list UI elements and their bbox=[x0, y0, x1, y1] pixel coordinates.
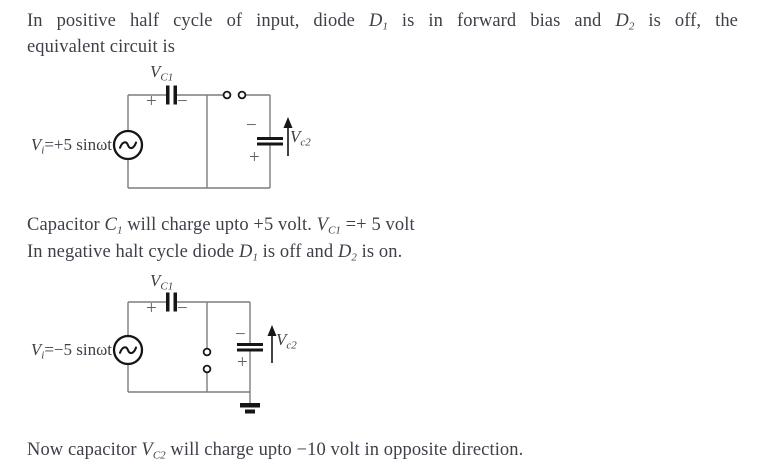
vc1-label-2: VC1 bbox=[150, 271, 173, 293]
circuit1-wires bbox=[127, 94, 271, 189]
mid-text-d: In negative halt cycle diode bbox=[27, 242, 239, 262]
c2-plus-sign: + bbox=[237, 352, 248, 373]
d1-symbol-2: D bbox=[238, 242, 253, 262]
d1-subscript: 1 bbox=[382, 20, 388, 33]
mid-text-e: is off and bbox=[257, 242, 338, 262]
vc1-subscript: C1 bbox=[160, 71, 174, 84]
mid-text-f: is on. bbox=[356, 242, 403, 262]
c1-plus-sign: + bbox=[146, 91, 157, 112]
vc2-text-subscript: C2 bbox=[152, 449, 166, 462]
source-label-2: Vi=−5 sinωt bbox=[18, 340, 112, 362]
outro-line: Now capacitor VC2 will charge upto −10 v… bbox=[27, 437, 523, 465]
sine-icon bbox=[118, 141, 138, 150]
mid-line-1: Capacitor C1 will charge upto +5 volt. V… bbox=[27, 212, 415, 244]
capacitor-c2-plates bbox=[257, 137, 283, 146]
vc1-text-symbol: V bbox=[316, 215, 329, 235]
vc2-text-symbol: V bbox=[141, 440, 153, 460]
vc2-symbol: V bbox=[290, 127, 301, 146]
outro-text-b: will charge upto −10 volt in opposite di… bbox=[165, 440, 524, 460]
ground-icon bbox=[240, 403, 260, 414]
vc2-label-2: Vc2 bbox=[276, 330, 297, 352]
intro-line-2: equivalent circuit is bbox=[27, 34, 175, 60]
vc1-symbol: V bbox=[150, 271, 161, 290]
c2-plus-sign: + bbox=[249, 147, 260, 168]
c1-subscript: 1 bbox=[117, 224, 123, 237]
vi-subscript: i bbox=[41, 144, 45, 157]
c1-plus-sign: + bbox=[146, 298, 157, 319]
vi-subscript: i bbox=[41, 349, 45, 362]
vc1-symbol: V bbox=[150, 62, 161, 81]
mid-line-2: In negative halt cycle diode D1 is off a… bbox=[27, 239, 402, 271]
open-switch-contacts bbox=[222, 90, 247, 100]
capacitor-c1-plates bbox=[166, 85, 177, 105]
mid-text-c: =+ 5 volt bbox=[340, 215, 415, 235]
vc1-text-subscript: C1 bbox=[328, 224, 341, 237]
mid-text-a: Capacitor bbox=[27, 215, 105, 235]
vc2-arrow-icon bbox=[283, 117, 293, 156]
circuit1-schematic bbox=[112, 85, 293, 189]
d2-subscript-2: 2 bbox=[351, 251, 357, 264]
capacitor-c1-plates bbox=[166, 292, 177, 312]
mid-text-b: will charge upto +5 volt. bbox=[122, 215, 317, 235]
vc2-label-1: Vc2 bbox=[290, 127, 311, 149]
c1-minus-sign: − bbox=[177, 298, 188, 319]
d2-symbol: D bbox=[615, 11, 629, 31]
vc2-symbol: V bbox=[276, 330, 287, 349]
vc1-label-1: VC1 bbox=[150, 62, 173, 84]
intro-text-b: is in forward bias and bbox=[387, 11, 616, 31]
vc2-subscript: c2 bbox=[286, 339, 297, 352]
c2-minus-sign: − bbox=[246, 115, 257, 136]
source-label-1: Vi=+5 sinωt bbox=[18, 135, 112, 157]
vc2-subscript: c2 bbox=[300, 136, 311, 149]
vi-symbol: V bbox=[30, 340, 42, 359]
d2-symbol-2: D bbox=[337, 242, 352, 262]
c1-symbol: C bbox=[104, 215, 117, 235]
intro-text-d: equivalent circuit is bbox=[27, 37, 175, 57]
circuit2-wires bbox=[127, 301, 251, 403]
d1-symbol: D bbox=[368, 11, 383, 31]
d1-subscript-2: 1 bbox=[252, 251, 258, 264]
sine-icon bbox=[118, 346, 138, 355]
c1-minus-sign: − bbox=[177, 91, 188, 112]
open-switch-contacts bbox=[202, 347, 212, 374]
vi-symbol: V bbox=[30, 135, 42, 154]
voltage-source-1 bbox=[112, 129, 144, 161]
d2-subscript: 2 bbox=[628, 20, 635, 33]
intro-text-c: is off, the bbox=[634, 11, 738, 31]
c2-minus-sign: − bbox=[235, 324, 246, 345]
vi-equation: =−5 sinωt bbox=[44, 340, 112, 359]
vi-equation: =+5 sinωt bbox=[44, 135, 112, 154]
vc1-subscript: C1 bbox=[160, 280, 174, 293]
capacitor-c2-plates bbox=[237, 343, 263, 352]
outro-text-a: Now capacitor bbox=[27, 440, 142, 460]
voltage-source-2 bbox=[112, 334, 144, 366]
intro-text-a: In positive half cycle of input, diode bbox=[27, 11, 369, 31]
intro-line-1: In positive half cycle of input, diode D… bbox=[27, 8, 738, 40]
circuit2-schematic bbox=[112, 292, 277, 414]
vc2-arrow-icon bbox=[267, 325, 277, 363]
